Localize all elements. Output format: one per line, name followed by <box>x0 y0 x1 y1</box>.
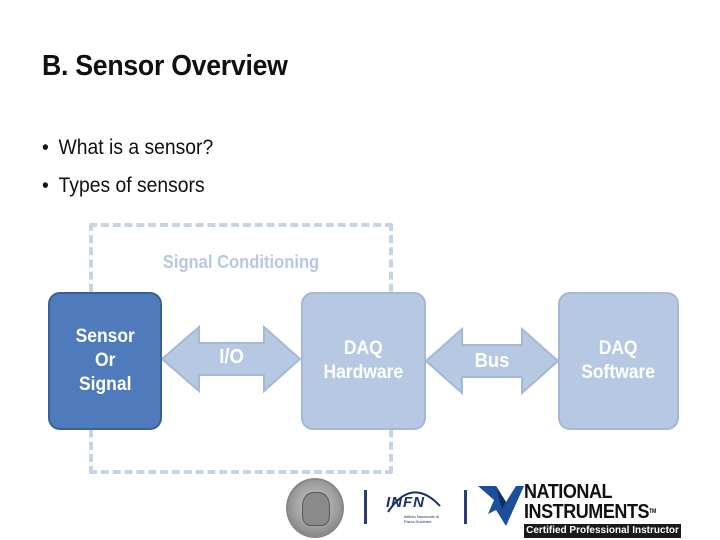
university-seal-icon <box>286 478 344 538</box>
daq-software-block: DAQ Software <box>558 292 679 430</box>
daq-software-line-2: Software <box>581 362 656 383</box>
ni-certification-badge: Certified Professional Instructor <box>524 524 681 538</box>
io-label: I/O <box>219 346 244 368</box>
signal-conditioning-label: Signal Conditioning <box>162 252 320 272</box>
sensor-block: Sensor Or Signal <box>48 292 162 430</box>
divider <box>464 490 467 524</box>
io-double-arrow <box>160 324 302 394</box>
sensor-line-2: Or <box>94 350 116 371</box>
sensor-line-3: Signal <box>78 374 132 395</box>
daq-hardware-line-1: DAQ <box>344 338 383 359</box>
daq-hardware-line-2: Hardware <box>323 362 404 383</box>
ni-name-line-1: NATIONAL <box>524 481 613 503</box>
ni-name-line-2: INSTRUMENTS <box>524 501 650 523</box>
bullet-item: •What is a sensor? <box>42 136 214 159</box>
daq-hardware-block: DAQ Hardware <box>301 292 426 430</box>
infn-logo-icon <box>387 491 441 513</box>
ni-eagle-logo-icon <box>478 486 524 526</box>
bullet-list: •What is a sensor? •Types of sensors <box>42 134 228 210</box>
slide-title: B. Sensor Overview <box>42 50 288 82</box>
bullet-text: What is a sensor? <box>58 136 214 159</box>
bullet-text: Types of sensors <box>58 174 205 197</box>
ni-trademark: TM <box>649 509 656 515</box>
footer-logos: INFN Istituto Nazionale di Fisica Nuclea… <box>280 476 700 540</box>
divider <box>364 490 367 524</box>
ni-name: NATIONAL INSTRUMENTSTM <box>524 482 656 522</box>
sensor-line-1: Sensor <box>75 326 135 347</box>
bullet-item: •Types of sensors <box>42 174 205 197</box>
daq-software-line-1: DAQ <box>599 338 638 359</box>
infn-subtitle: Istituto Nazionale di Fisica Nucleare <box>404 514 439 524</box>
infn-text: INFN <box>386 494 425 511</box>
bus-label: Bus <box>474 350 510 372</box>
